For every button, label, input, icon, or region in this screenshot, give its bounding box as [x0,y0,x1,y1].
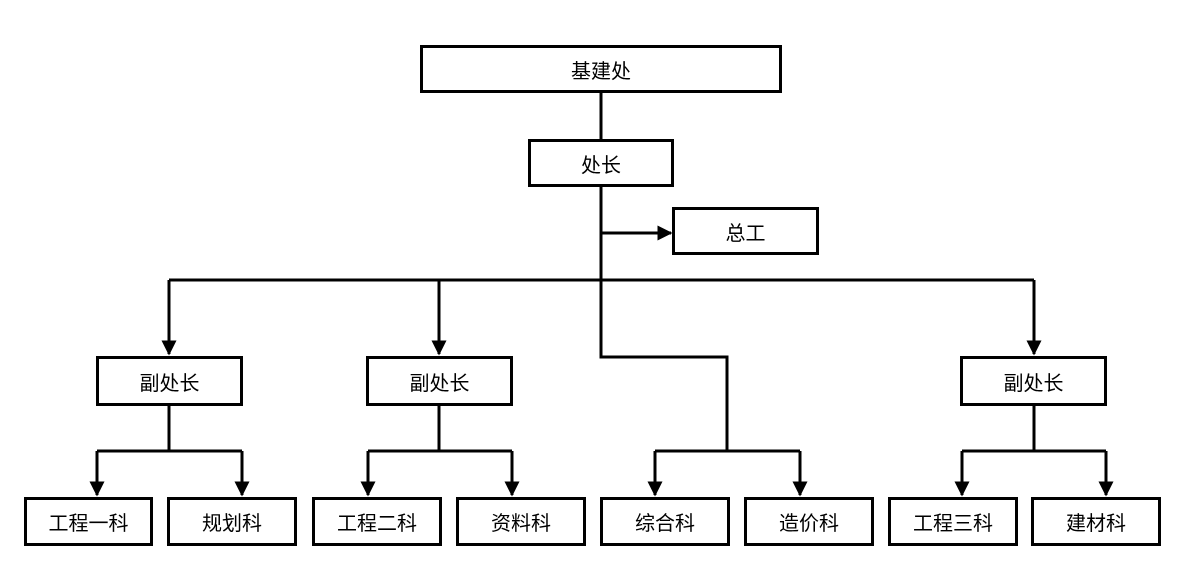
deputy-node-3: 副处长 [960,356,1107,406]
deputy-node-2: 副处长 [366,356,513,406]
section-node-5: 综合科 [600,497,730,546]
connector-center-branch [599,280,729,451]
section-node-8: 建材科 [1031,497,1161,546]
connector-director-chief-engineer [599,186,673,241]
chief-engineer-node: 总工 [672,207,819,255]
director-node: 处长 [528,139,674,187]
root-node: 基建处 [420,45,782,93]
section-node-3: 工程二科 [312,497,442,546]
section-node-6: 造价科 [744,497,874,546]
section-node-1: 工程一科 [24,497,153,546]
deputy-node-1: 副处长 [96,356,243,406]
section-node-7: 工程三科 [888,497,1018,546]
section-node-4: 资料科 [456,497,586,546]
section-node-2: 规划科 [167,497,297,546]
